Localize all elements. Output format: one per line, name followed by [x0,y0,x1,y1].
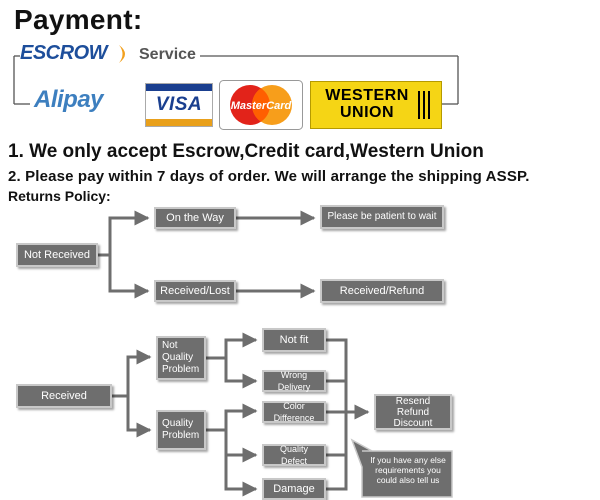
received-refund-box: Received/Refund [320,279,444,303]
resend-refund-discount-box: Resend Refund Discount [374,394,452,430]
western-union-line2: UNION [339,104,395,121]
visa-logo-text: VISA [155,94,203,115]
western-union-bars-icon [418,91,430,119]
be-patient-box: Please be patient to wait [320,205,444,229]
visa-band-top [146,84,212,91]
note-payment-deadline: 2. Please pay within 7 days of order. We… [8,168,530,185]
quality-defect-box: Quality Defect [262,444,326,466]
escrow-swoosh-icon [119,45,125,63]
received-box: Received [16,384,112,408]
other-requirements-note: If you have any else requirements you co… [370,455,446,485]
quality-problem-box: Quality Problem [156,410,206,450]
not-received-box: Not Received [16,243,98,267]
alipay-logo: Alipay [34,86,104,114]
mastercard-logo-text: MasterCard [231,100,292,112]
returns-policy-heading: Returns Policy: [8,188,111,204]
received-lost-box: Received/Lost [154,280,236,302]
visa-logo: VISA [145,83,213,127]
note-accepted-payments: 1. We only accept Escrow,Credit card,Wes… [8,141,484,162]
page-title: Payment: [14,4,143,35]
mastercard-logo: MasterCard [219,80,303,130]
escrow-logo: ESCROW [20,42,108,64]
western-union-line1: WESTERN [325,87,409,104]
western-union-logo-text: WESTERN UNION [317,87,417,121]
service-label: Service [139,46,196,63]
payment-bracket [13,55,459,105]
damage-box: Damage [262,478,326,500]
western-union-logo: WESTERN UNION [310,81,442,129]
visa-band-bottom [146,119,212,126]
color-difference-box: Color Difference [262,401,326,423]
alipay-logo-text: Alipay [34,86,104,113]
not-quality-problem-box: Not Quality Problem [156,336,206,380]
not-fit-box: Not fit [262,328,326,352]
wrong-delivery-box: Wrong Delivery [262,370,326,392]
on-the-way-box: On the Way [154,207,236,229]
